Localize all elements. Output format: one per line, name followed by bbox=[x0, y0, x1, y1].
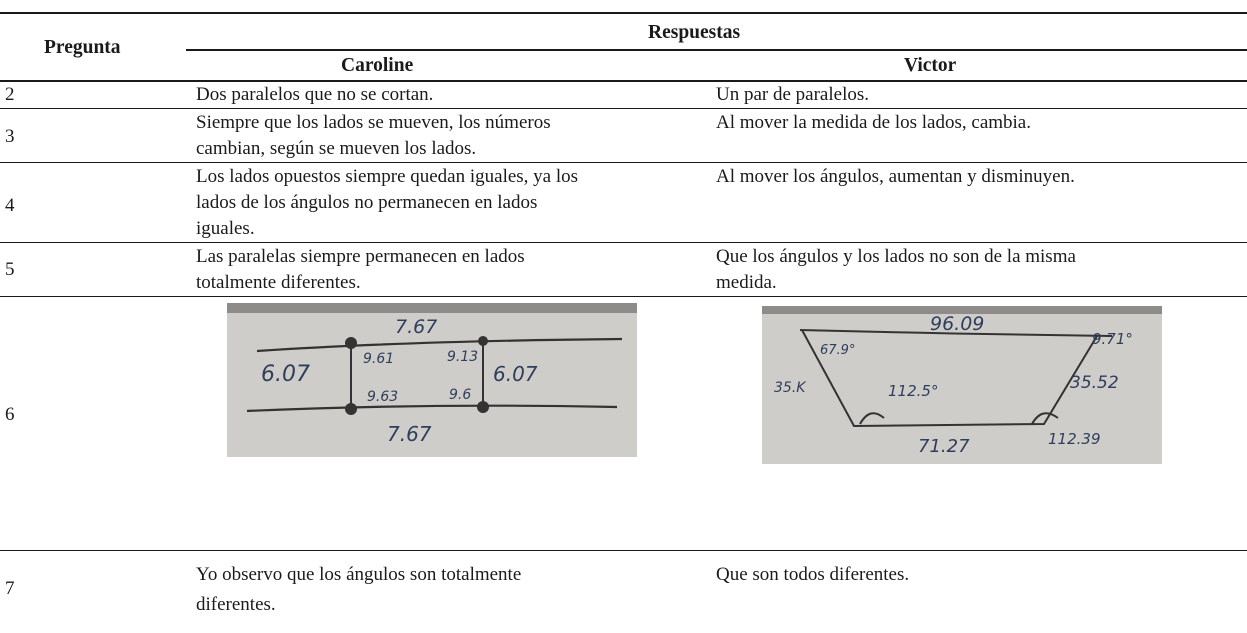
row-7-caroline: Yo observo que los ángulos son totalment… bbox=[196, 560, 521, 620]
text-line: Dos paralelos que no se cortan. bbox=[196, 84, 434, 105]
caroline-label: 6.07 bbox=[261, 362, 310, 387]
row-2-caroline: Dos paralelos que no se cortan. bbox=[196, 82, 433, 108]
text-line: diferentes. bbox=[196, 594, 276, 615]
caroline-drawing-image: 7.67 6.07 9.61 9.13 6.07 9.63 9.6 7.67 bbox=[227, 303, 637, 457]
caroline-label: 7.67 bbox=[387, 422, 432, 446]
row-5-victor: Que los ángulos y los lados no son de la… bbox=[716, 244, 1076, 296]
victor-label: 112.39 bbox=[1048, 430, 1101, 448]
header-respuestas: Respuestas bbox=[648, 22, 741, 43]
victor-drawing-svg: 96.09 67.9° 9.71° 35.K 112.5° 35.52 71.2… bbox=[762, 306, 1162, 464]
text-line: cambian, según se mueven los lados. bbox=[196, 138, 477, 159]
caroline-label: 9.63 bbox=[367, 389, 398, 405]
text-line: Un par de paralelos. bbox=[716, 84, 869, 105]
caroline-label: 9.61 bbox=[363, 351, 394, 367]
row-6-question: 6 bbox=[5, 404, 15, 425]
row-rule bbox=[0, 550, 1247, 551]
row-4-caroline: Los lados opuestos siempre quedan iguale… bbox=[196, 164, 578, 242]
header-bottom-rule bbox=[0, 80, 1247, 82]
text-line: Siempre que los lados se mueven, los núm… bbox=[196, 112, 551, 133]
row-2-question: 2 bbox=[5, 84, 15, 105]
row-7-victor: Que son todos diferentes. bbox=[716, 560, 909, 590]
row-3-caroline: Siempre que los lados se mueven, los núm… bbox=[196, 110, 551, 162]
victor-label: 35.52 bbox=[1070, 373, 1119, 393]
victor-label: 67.9° bbox=[820, 343, 855, 358]
text-line: Que los ángulos y los lados no son de la… bbox=[716, 246, 1076, 267]
row-4-question: 4 bbox=[5, 195, 15, 216]
row-rule bbox=[0, 108, 1247, 109]
row-3-victor: Al mover la medida de los lados, cambia. bbox=[716, 110, 1031, 136]
row-5-caroline: Las paralelas siempre permanecen en lado… bbox=[196, 244, 525, 296]
text-line: Yo observo que los ángulos son totalment… bbox=[196, 564, 522, 585]
victor-label: 71.27 bbox=[918, 436, 970, 457]
text-line: Los lados opuestos siempre quedan iguale… bbox=[196, 166, 579, 187]
header-caroline: Caroline bbox=[341, 55, 414, 76]
caroline-label: 7.67 bbox=[395, 316, 437, 338]
victor-drawing-image: 96.09 67.9° 9.71° 35.K 112.5° 35.52 71.2… bbox=[762, 306, 1162, 464]
caroline-label: 6.07 bbox=[493, 362, 538, 386]
caroline-label: 9.13 bbox=[447, 349, 478, 365]
text-line: Que son todos diferentes. bbox=[716, 564, 910, 585]
header-pregunta: Pregunta bbox=[44, 37, 121, 58]
caroline-drawing-svg: 7.67 6.07 9.61 9.13 6.07 9.63 9.6 7.67 bbox=[227, 303, 637, 457]
caroline-label: 9.6 bbox=[449, 387, 471, 403]
row-rule bbox=[0, 296, 1247, 297]
victor-label: 96.09 bbox=[930, 313, 984, 335]
row-rule bbox=[0, 242, 1247, 243]
row-3-question: 3 bbox=[5, 126, 15, 147]
top-rule bbox=[0, 12, 1247, 14]
row-rule bbox=[0, 162, 1247, 163]
group-rule bbox=[186, 49, 1247, 51]
text-line: medida. bbox=[716, 272, 777, 293]
text-line: lados de los ángulos no permanecen en la… bbox=[196, 192, 538, 213]
row-5-question: 5 bbox=[5, 259, 15, 280]
victor-label: 9.71° bbox=[1092, 330, 1133, 348]
victor-label: 112.5° bbox=[888, 382, 938, 400]
text-line: Al mover la medida de los lados, cambia. bbox=[716, 112, 1031, 133]
header-victor: Victor bbox=[904, 55, 957, 76]
victor-label: 35.K bbox=[774, 380, 807, 396]
text-line: iguales. bbox=[196, 218, 255, 239]
row-4-victor: Al mover los ángulos, aumentan y disminu… bbox=[716, 164, 1075, 190]
text-line: Las paralelas siempre permanecen en lado… bbox=[196, 246, 525, 267]
row-2-victor: Un par de paralelos. bbox=[716, 82, 869, 108]
text-line: Al mover los ángulos, aumentan y disminu… bbox=[716, 166, 1075, 187]
row-7-question: 7 bbox=[5, 578, 15, 599]
text-line: totalmente diferentes. bbox=[196, 272, 361, 293]
